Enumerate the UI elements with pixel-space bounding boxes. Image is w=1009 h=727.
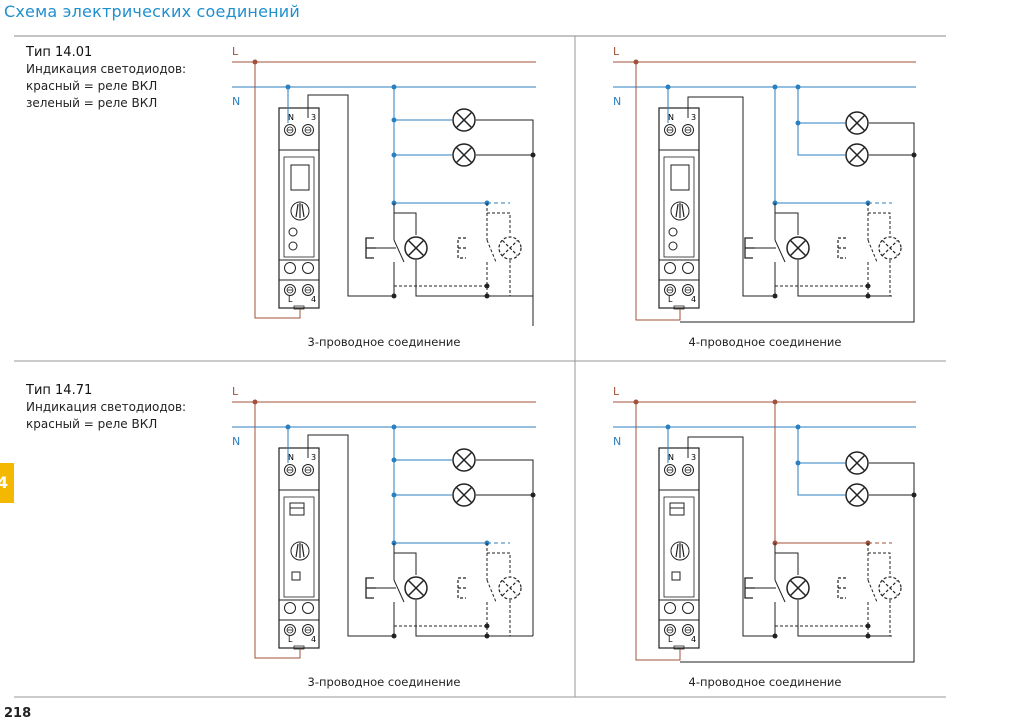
diagram-14-01-4-wire: L N N 3 L 4 [613, 45, 917, 323]
svg-text:L: L [668, 635, 673, 644]
svg-text:3: 3 [311, 453, 316, 462]
svg-text:3: 3 [691, 113, 696, 122]
caption-3-wire-top: 3-проводное соединение [307, 335, 461, 349]
line-L-label: L [232, 45, 239, 58]
type-14-71-title: Тип 14.71 [26, 383, 93, 398]
caption-4-wire-top: 4-проводное соединение [688, 335, 842, 349]
led-green-label: зеленый = реле ВКЛ [26, 96, 158, 110]
svg-text:L: L [668, 295, 673, 304]
diagram-14-01-3-wire: L N N 3 L 4 [232, 45, 536, 326]
type-14-01-title: Тип 14.01 [26, 45, 93, 60]
svg-text:N: N [288, 453, 294, 462]
caption-4-wire-bottom: 4-проводное соединение [688, 675, 842, 689]
led-red-label: красный = реле ВКЛ [26, 79, 158, 93]
caption-3-wire-bottom: 3-проводное соединение [307, 675, 461, 689]
line-N-label: N [613, 435, 621, 448]
type-14-71-description: Тип 14.71 Индикация светодиодов: красный… [26, 382, 186, 433]
line-L-label: L [232, 385, 239, 398]
line-L-label: L [613, 45, 620, 58]
type-14-01-description: Тип 14.01 Индикация светодиодов: красный… [26, 44, 186, 112]
svg-text:N: N [288, 113, 294, 122]
diagram-14-71-4-wire: L N N 3 L 4 [613, 385, 917, 663]
page-number: 218 [4, 706, 32, 721]
svg-text:N: N [668, 113, 674, 122]
svg-text:4: 4 [311, 635, 316, 644]
line-N-label: N [232, 435, 240, 448]
svg-text:3: 3 [311, 113, 316, 122]
svg-text:4: 4 [691, 635, 696, 644]
diagram-14-71-3-wire: L N N 3 L 4 [232, 385, 536, 659]
svg-text:L: L [288, 295, 293, 304]
page-title: Схема электрических соединений [4, 2, 300, 21]
led-indication-label: Индикация светодиодов: [26, 400, 187, 414]
frame-lines [14, 35, 946, 698]
svg-text:4: 4 [311, 295, 316, 304]
svg-text:N: N [668, 453, 674, 462]
svg-text:3: 3 [691, 453, 696, 462]
svg-text:4: 4 [691, 295, 696, 304]
section-tab: 4 [0, 463, 14, 503]
line-N-label: N [232, 95, 240, 108]
line-N-label: N [613, 95, 621, 108]
svg-text:L: L [288, 635, 293, 644]
led-indication-label: Индикация светодиодов: [26, 62, 187, 76]
line-L-label: L [613, 385, 620, 398]
led-red-label: красный = реле ВКЛ [26, 417, 158, 431]
